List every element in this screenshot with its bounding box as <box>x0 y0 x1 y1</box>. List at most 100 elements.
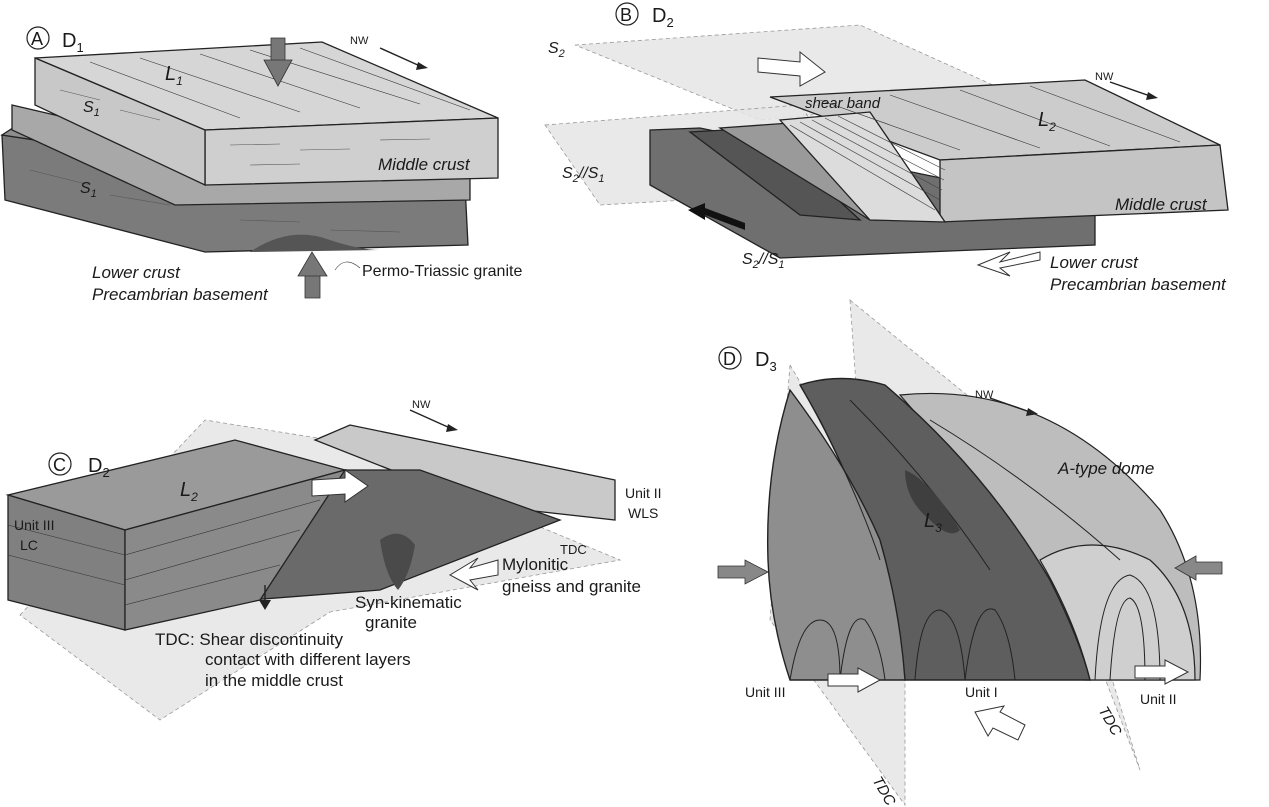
panel-b-title-main: D <box>652 5 666 27</box>
panel-c-unit-ii-label: Unit II <box>625 485 662 501</box>
panel-a: A D1 L1 S1 S1 Middle crust Lower crust P… <box>0 26 522 304</box>
panel-c-mylonitic-label-1: Mylonitic <box>502 555 569 574</box>
panel-b-s2s1-bottom-d: 1 <box>778 259 784 271</box>
panel-d: D D3 L3 A-type dome Unit III Unit I Unit… <box>717 299 1223 807</box>
panel-d-lineation-main: L <box>924 510 935 532</box>
panel-b-s2s1-left: S2//S1 <box>562 165 604 185</box>
panel-d-badge <box>718 346 742 370</box>
panel-b-lineation-main: L <box>1038 109 1049 131</box>
panel-c-lineation-main: L <box>180 479 191 501</box>
panel-b-s2-main: S <box>548 40 559 57</box>
panel-c-north-arrow-icon <box>409 409 458 432</box>
panel-a-up-arrow-icon <box>297 251 328 299</box>
panel-c-title: D2 <box>88 455 110 480</box>
panel-b-shear-band-zone <box>778 111 947 223</box>
panel-d-left-compression-arrow-icon <box>717 559 769 585</box>
panel-c-unit-iii-label: Unit III <box>14 517 54 533</box>
panel-b-dark-arrow-icon <box>688 203 745 230</box>
panel-b-title-sub: 2 <box>666 15 673 30</box>
panel-b: B D2 S2 S2//S1 S2//S1 shear band L2 Midd… <box>544 2 1229 294</box>
panel-d-unit-ii-label: Unit II <box>1140 691 1177 707</box>
panel-b-lineation-sub: 2 <box>1048 120 1056 134</box>
panel-a-s1-upper: S1 <box>83 99 100 119</box>
panel-c-lineation-label: L2 <box>180 479 198 504</box>
panel-c-tdc-note-1: TDC: Shear discontinuity <box>155 630 344 649</box>
panel-b-north-arrow-icon <box>1109 81 1158 100</box>
panel-a-middle-crust-label: Middle crust <box>378 155 471 174</box>
panel-d-unit-iii-arrow-icon <box>827 667 882 693</box>
panel-b-s2s1-left-d: 1 <box>598 173 604 185</box>
panel-c-mylonitic-label-2: gneiss and granite <box>502 577 641 596</box>
panel-c-badge <box>48 452 72 476</box>
panel-b-lineation-traces <box>819 85 1181 151</box>
panel-c-title-sub: 2 <box>102 465 109 480</box>
panel-b-s2s1-left-a: S <box>562 165 573 182</box>
panel-c-north-label: NW <box>412 399 431 411</box>
panel-b-s2-label: S2 <box>548 40 565 60</box>
panel-b-letter: B <box>620 5 632 25</box>
panel-b-north-label: NW <box>1095 71 1114 83</box>
panel-b-s2s1-bottom-b: 2 <box>752 259 759 271</box>
panel-d-fold-traces <box>789 399 1161 681</box>
panel-c-lc-label: LC <box>20 537 38 553</box>
panel-a-down-arrow-icon <box>263 37 293 87</box>
panel-a-s1-lower: S1 <box>80 180 97 200</box>
panel-b-badge <box>615 2 639 26</box>
panel-b-s2s1-bottom: S2//S1 <box>742 251 784 271</box>
panel-c-push-arrow-icon <box>448 557 499 591</box>
panel-d-dome-label: A-type dome <box>1057 459 1154 478</box>
panel-c-lineation-sub: 2 <box>190 490 198 504</box>
panel-c-tdc-note-3: in the middle crust <box>205 671 343 690</box>
panel-a-basement-label: Precambrian basement <box>92 285 269 304</box>
panel-a-s1-lower-sub: 1 <box>91 188 97 200</box>
panel-c-granite-body <box>380 533 415 590</box>
panel-b-shear-band-label: shear band <box>805 95 881 112</box>
panel-a-lower-crust-label: Lower crust <box>92 263 181 282</box>
panel-c-syn-label-2: granite <box>365 613 417 632</box>
panel-a-letter: A <box>31 29 43 49</box>
panel-a-lineation-main: L <box>165 63 176 85</box>
panel-a-granite-body <box>250 234 380 252</box>
panel-b-s2s1-left-b: 2 <box>572 173 579 185</box>
panel-d-north-arrow-icon <box>989 397 1038 416</box>
panel-b-s2-sub: 2 <box>558 48 565 60</box>
panel-b-lower-crust-label: Lower crust <box>1050 253 1139 272</box>
panel-a-s1-upper-main: S <box>83 99 94 116</box>
panel-d-title: D3 <box>755 349 777 374</box>
panel-a-title-main: D <box>62 30 76 52</box>
panel-c-letter: C <box>53 455 66 475</box>
panel-b-basement-label: Precambrian basement <box>1050 275 1227 294</box>
panel-a-upper-block-side <box>34 57 206 187</box>
panel-a-s1-lower-main: S <box>80 180 91 197</box>
panel-a-north-label: NW <box>350 35 369 47</box>
panel-d-dark-lens <box>905 470 960 534</box>
panel-c-wls-label: WLS <box>628 505 658 521</box>
panel-d-unit-iii-label: Unit III <box>745 684 785 700</box>
panel-b-s2s1-bottom-c: //S <box>758 251 779 268</box>
panel-d-unit-ii-block <box>1039 544 1196 681</box>
panel-b-push-arrow-icon <box>976 251 1041 277</box>
panel-a-lineation-label: L1 <box>165 63 183 88</box>
panel-b-shear-arrow-icon <box>757 50 826 87</box>
panel-b-upper-block-front <box>939 144 1229 223</box>
panel-d-lineation-label: L3 <box>924 510 942 535</box>
panel-b-s2s1-bottom-a: S <box>742 251 753 268</box>
panel-c-syn-label-1: Syn-kinematic <box>355 593 462 612</box>
panel-c-shear-arrow-icon <box>311 469 369 503</box>
panel-a-granite-leader <box>334 261 361 271</box>
panel-a-granite-label: Permo-Triassic granite <box>362 263 522 280</box>
panel-b-middle-crust-label: Middle crust <box>1115 195 1208 214</box>
panel-a-north-arrow-icon <box>379 47 428 70</box>
panel-a-badge <box>26 26 50 50</box>
panel-b-shear-lines <box>789 115 946 211</box>
panel-d-unit-ii-arrow-icon <box>1134 659 1190 685</box>
panel-d-unit-i-label: Unit I <box>965 684 998 700</box>
panel-a-title: D1 <box>62 30 84 55</box>
panel-b-lineation-label: L2 <box>1038 109 1056 134</box>
panel-d-title-main: D <box>755 349 769 371</box>
panel-d-unit-i-arrow-icon <box>974 705 1026 741</box>
panel-d-title-sub: 3 <box>769 359 776 374</box>
panel-b-s2s1-left-c: //S <box>578 165 599 182</box>
panel-d-letter: D <box>723 349 736 369</box>
